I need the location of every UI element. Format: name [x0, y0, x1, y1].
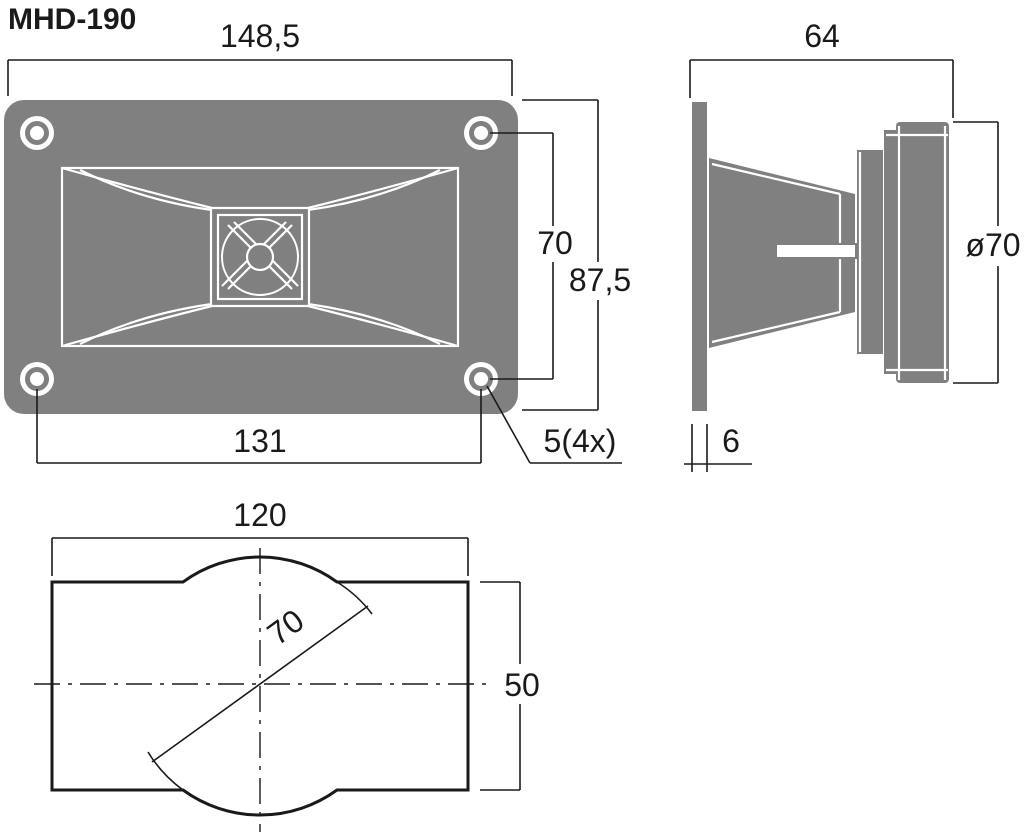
model-title: MHD-190	[8, 3, 136, 36]
label-cutout-width-120: 120	[233, 497, 286, 533]
dim-hole-spacing-70	[490, 132, 554, 380]
cutout-view: 70 120 50	[34, 497, 540, 832]
mounting-hole	[20, 116, 54, 150]
label-flange-6: 6	[722, 423, 740, 459]
mounting-hole	[464, 116, 498, 150]
side-terminal	[775, 243, 857, 259]
driver-throat	[209, 206, 311, 308]
label-hole-size: 5(4x)	[544, 423, 617, 459]
label-depth-64: 64	[804, 18, 840, 54]
label-hole-spacing-131: 131	[233, 423, 286, 459]
dim-cutout-width-120	[51, 537, 469, 576]
dim-flange-6	[684, 424, 752, 472]
dim-height-87	[522, 99, 599, 411]
dim-width-148	[7, 59, 513, 96]
label-diameter-70: ø70	[965, 227, 1020, 263]
dim-cutout-height-50	[480, 581, 521, 791]
side-magnet	[884, 130, 898, 374]
hole-leader	[486, 385, 531, 464]
dim-diameter-70	[953, 121, 999, 384]
mounting-hole	[464, 362, 498, 396]
mounting-hole	[20, 362, 54, 396]
circle-arc-upper	[336, 581, 373, 615]
horn-outline	[60, 166, 460, 348]
label-width-148: 148,5	[220, 18, 300, 54]
front-view: 148,5 131 70 87,5 5(4x)	[4, 18, 631, 464]
label-cutout-height-50: 50	[504, 667, 540, 703]
circle-arc-lower	[147, 751, 184, 791]
side-flange	[692, 102, 707, 411]
label-hole-spacing-70: 70	[537, 225, 573, 261]
side-view: 64 ø70 6	[684, 18, 1021, 472]
mounting-holes	[20, 116, 498, 396]
label-height-87: 87,5	[569, 262, 631, 298]
diameter-line	[151, 605, 369, 763]
dim-hole-spacing-131	[36, 389, 482, 464]
side-ring	[857, 150, 883, 354]
side-cap	[896, 122, 949, 383]
dim-depth-64	[689, 59, 954, 118]
